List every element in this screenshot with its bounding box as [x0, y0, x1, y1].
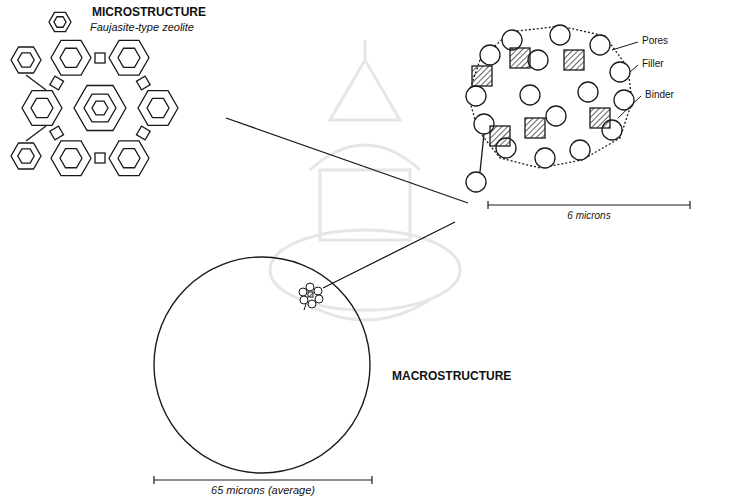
- scale-label: 65 microns (average): [211, 484, 315, 496]
- sodalite-cage: [51, 40, 91, 75]
- particle-cluster: [466, 25, 634, 192]
- supercage: [92, 101, 108, 115]
- sodalite-cage: [138, 91, 178, 126]
- prism-link: [50, 76, 64, 90]
- prism-link: [95, 53, 105, 63]
- filler-particle: [590, 35, 610, 55]
- zeolite-crystal: [510, 48, 530, 68]
- scale-label: 6 microns: [567, 210, 610, 221]
- sodalite-cage: [109, 40, 149, 75]
- zeolite-crystal: [564, 50, 584, 70]
- filler-particle: [614, 90, 634, 110]
- sodalite-cage: [54, 17, 66, 27]
- prism-link: [136, 76, 150, 90]
- filler-particle: [520, 85, 540, 105]
- filler-particle: [480, 45, 500, 65]
- supercage: [74, 85, 126, 130]
- scale-bar: [154, 201, 690, 484]
- zoom-line: [226, 118, 468, 288]
- zeolite-crystal: [525, 118, 545, 138]
- part-label: Binder: [645, 89, 674, 100]
- filler-particle: [546, 106, 566, 126]
- zeolite-crystal: [490, 126, 510, 146]
- sodalite-cage: [60, 149, 82, 168]
- sodalite-cage: [109, 141, 149, 176]
- sodalite-cage: [49, 12, 71, 31]
- supercage: [84, 94, 116, 122]
- zeolite-crystal: [472, 66, 492, 86]
- zeolite-framework: [11, 12, 178, 175]
- sodalite-cage: [147, 98, 169, 117]
- sodalite-cage: [118, 149, 140, 168]
- filler-particle: [502, 30, 522, 50]
- section-heading: MICROSTRUCTURE: [92, 6, 206, 19]
- watermark: [270, 40, 460, 320]
- mini-cluster: [299, 283, 323, 310]
- filler-particle: [570, 140, 590, 160]
- part-label: Filler: [642, 58, 664, 69]
- binder-bridge: [480, 134, 484, 172]
- sodalite-cage: [18, 149, 35, 163]
- framework-bond: [26, 126, 46, 141]
- zeolite-crystal: [590, 108, 610, 128]
- filler-particle: [466, 86, 486, 106]
- sodalite-cage: [11, 143, 41, 169]
- sodalite-cage: [22, 91, 62, 126]
- structure-name: Faujasite-type zeolite: [90, 21, 194, 33]
- part-label: Pores: [642, 35, 668, 46]
- sodalite-cage: [11, 47, 41, 73]
- leader-line: [612, 42, 641, 118]
- macro-sphere: [154, 257, 370, 473]
- filler-particle: [528, 50, 548, 70]
- sodalite-cage: [31, 98, 53, 117]
- prism-link: [95, 153, 105, 163]
- sodalite-cage: [18, 53, 35, 67]
- filler-particle: [550, 25, 570, 45]
- sodalite-cage: [60, 48, 82, 67]
- filler-particle: [535, 148, 555, 168]
- particle-outline: [468, 26, 632, 168]
- section-heading: MACROSTRUCTURE: [392, 370, 511, 383]
- sodalite-cage: [51, 141, 91, 176]
- filler-particle: [466, 172, 486, 192]
- framework-bond: [26, 75, 46, 90]
- prism-link: [50, 126, 64, 140]
- filler-particle: [610, 62, 630, 82]
- prism-link: [136, 126, 150, 140]
- filler-particle: [578, 82, 598, 102]
- sodalite-cage: [118, 48, 140, 67]
